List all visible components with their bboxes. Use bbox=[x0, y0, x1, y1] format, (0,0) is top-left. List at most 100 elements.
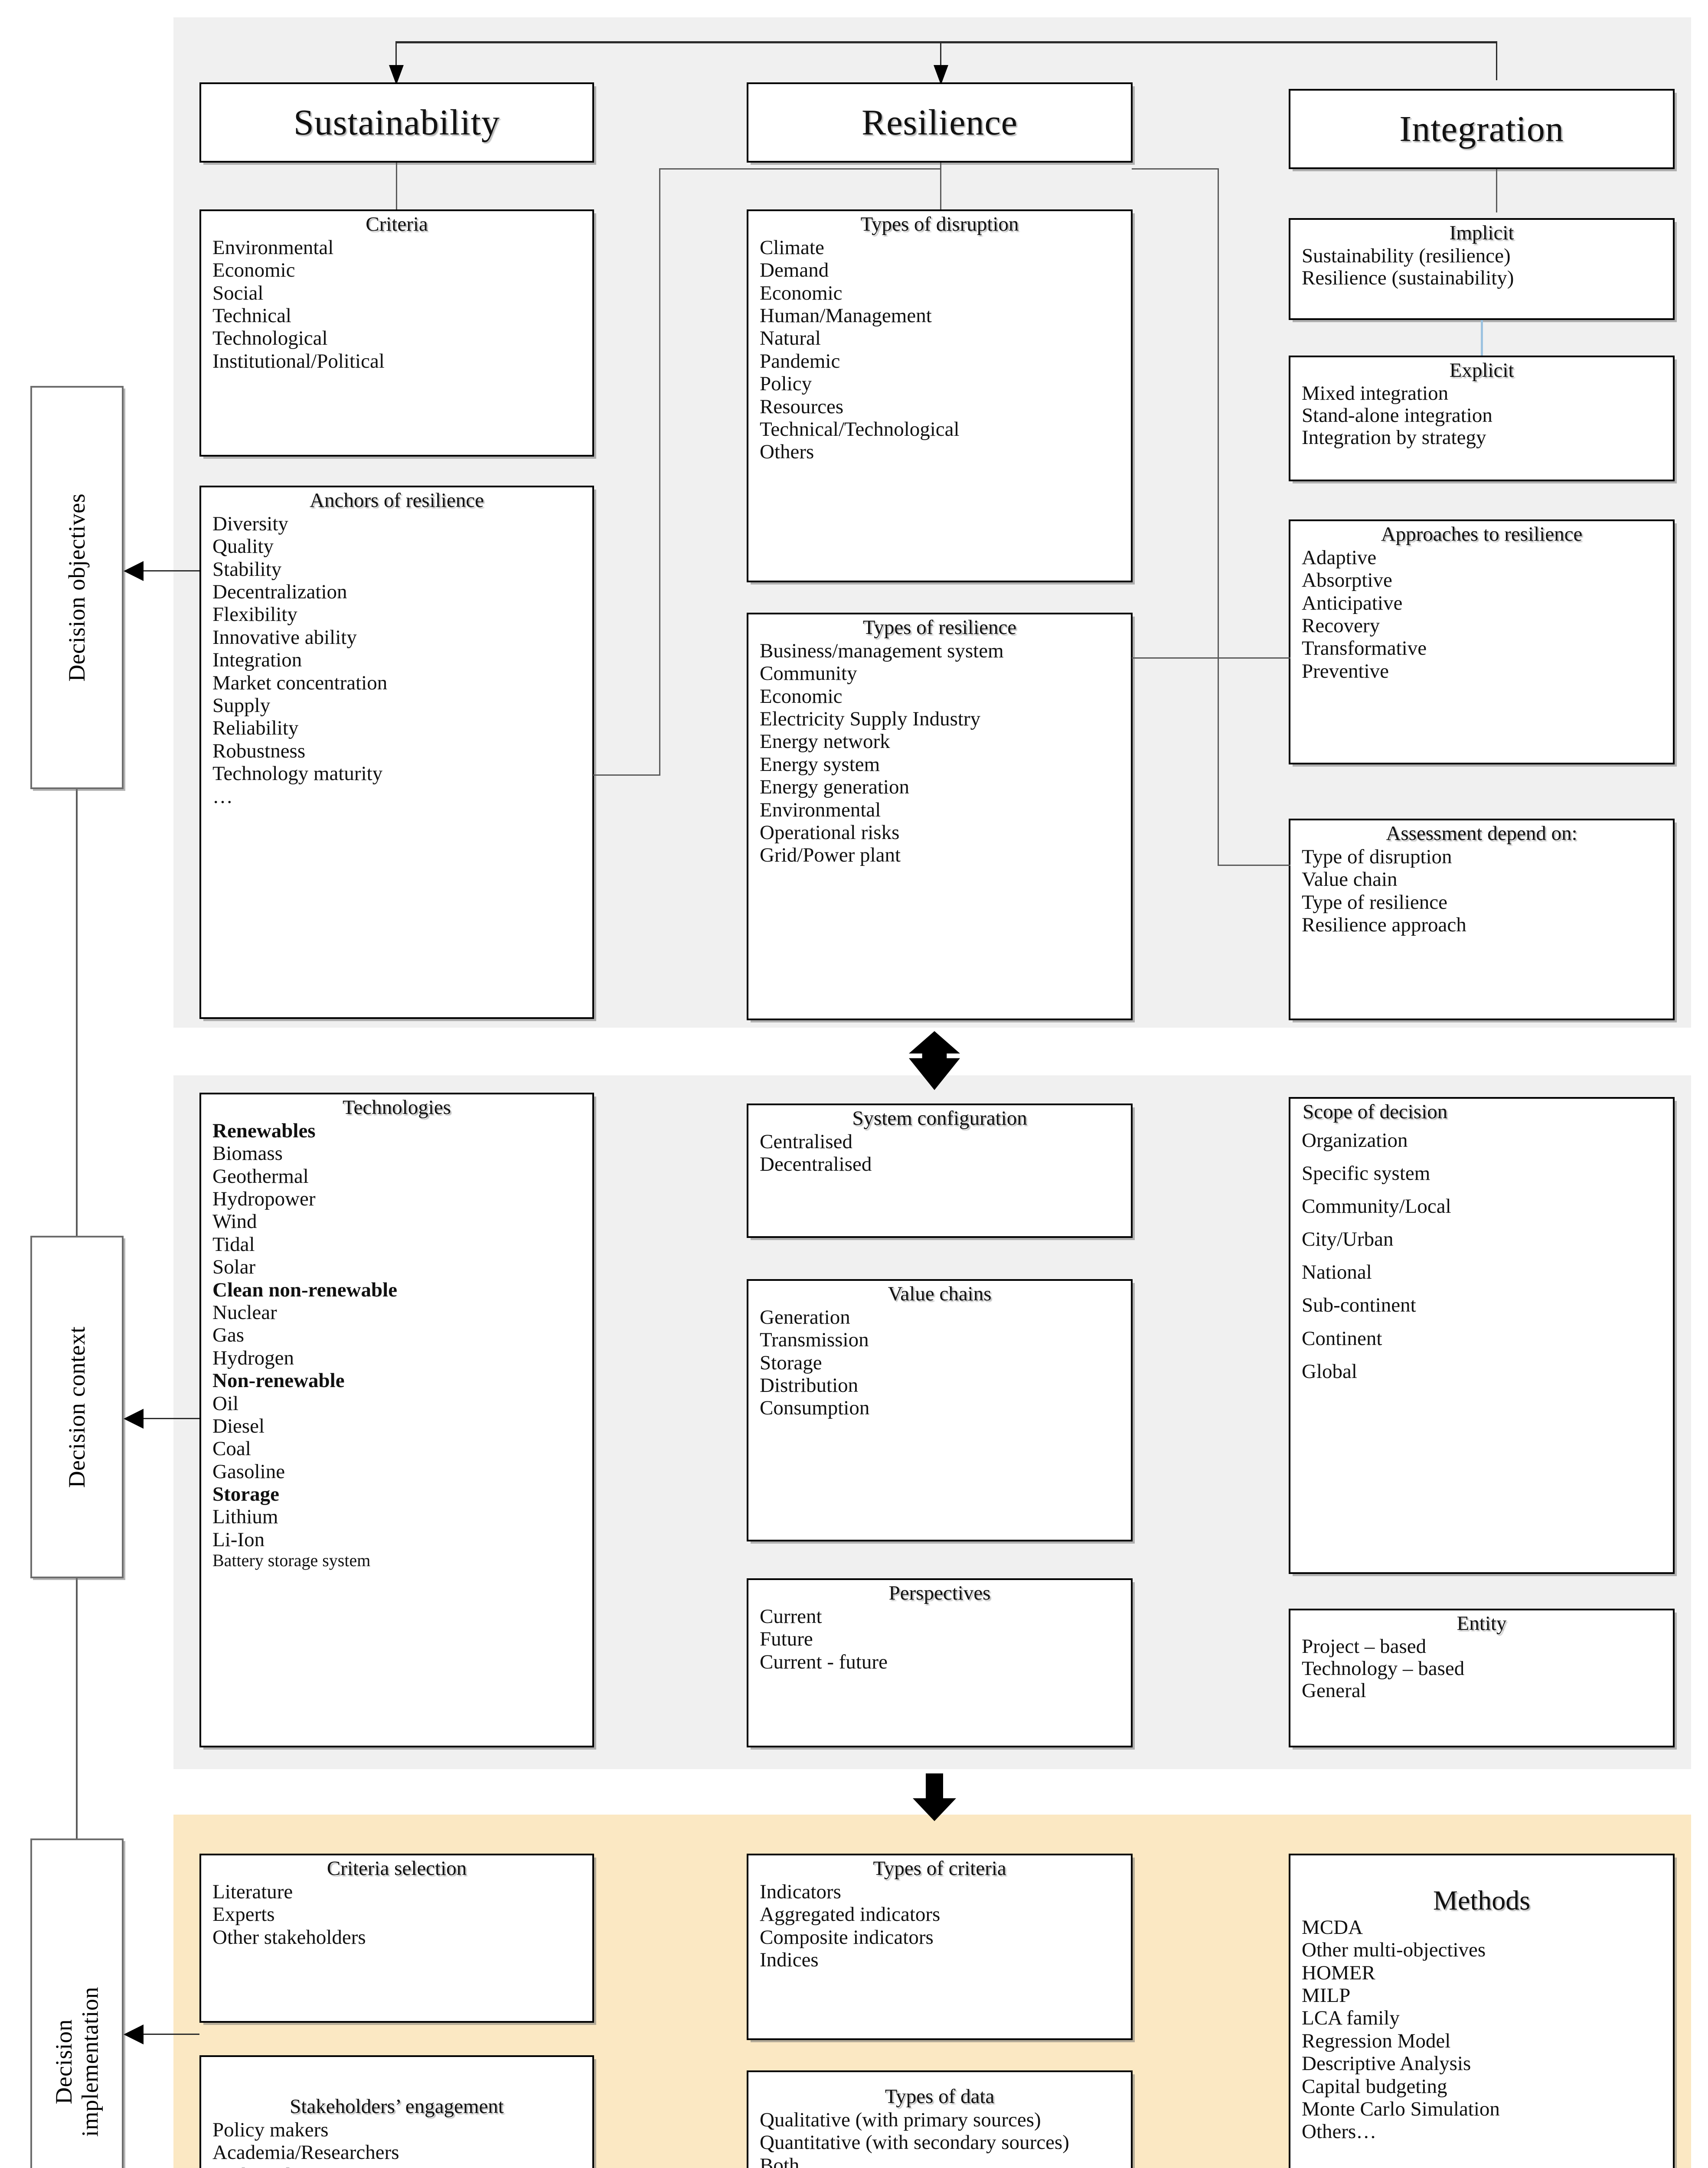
list-item: Tidal bbox=[212, 1233, 255, 1256]
stage-arrow-head-implementation bbox=[124, 2024, 144, 2044]
list-item: Consumption bbox=[760, 1397, 870, 1420]
list-item: Energy system bbox=[760, 753, 880, 776]
stage-label-text: Decision context bbox=[64, 1326, 90, 1488]
list-item: Grid/Power plant bbox=[760, 844, 901, 867]
list-item: Future bbox=[760, 1628, 813, 1651]
list-item: Regression Model bbox=[1302, 2029, 1451, 2052]
card-header: Value chains bbox=[888, 1283, 992, 1305]
types-of-data-list: Qualitative (with primary sources)Quanti… bbox=[748, 2109, 1131, 2168]
list-item: Energy network bbox=[760, 730, 890, 753]
card-implicit[interactable]: Implicit Sustainability (resilience)Resi… bbox=[1289, 218, 1675, 320]
list-item: Sustainability (resilience) bbox=[1302, 244, 1511, 267]
list-item: Solar bbox=[212, 1256, 256, 1279]
list-item: Market concentration bbox=[212, 671, 388, 694]
stage-label-decision-implementation: Decision implementation bbox=[30, 1838, 124, 2168]
pillar-box-resilience[interactable]: Resilience bbox=[747, 82, 1133, 163]
list-item: Preventive bbox=[1302, 660, 1389, 682]
list-item: Quality bbox=[212, 535, 274, 558]
list-item: Human/Management bbox=[760, 304, 932, 327]
list-item: Literature bbox=[212, 1880, 293, 1903]
pillar-box-integration[interactable]: Integration bbox=[1289, 89, 1675, 169]
list-item: Indices bbox=[760, 1948, 819, 1971]
list-item: Supply bbox=[212, 694, 271, 717]
list-item: Technology maturity bbox=[212, 762, 383, 785]
top-bus-riser-integration bbox=[1496, 41, 1497, 80]
list-item: General bbox=[1302, 1679, 1366, 1702]
list-item: Oil bbox=[212, 1392, 239, 1415]
stage-label-decision-objectives: Decision objectives bbox=[30, 386, 124, 789]
stage-rail-line bbox=[76, 780, 78, 1279]
conn-disruption-right-top bbox=[1132, 168, 1218, 170]
list-item: Community bbox=[760, 662, 857, 685]
card-header: Implicit bbox=[1449, 222, 1514, 244]
card-header: Entity bbox=[1457, 1612, 1507, 1635]
list-item: Geothermal bbox=[212, 1165, 309, 1188]
pillar-box-sustainability[interactable]: Sustainability bbox=[199, 82, 594, 163]
stage-label-text: Decision implementation bbox=[51, 1987, 103, 2137]
list-item: Absorptive bbox=[1302, 569, 1392, 592]
list-item: Others bbox=[760, 441, 814, 464]
pillar-title: Sustainability bbox=[294, 102, 500, 143]
integration-drop bbox=[1496, 169, 1497, 212]
list-item: Natural bbox=[760, 327, 821, 350]
card-types-of-data[interactable]: Types of data Qualitative (with primary … bbox=[747, 2070, 1133, 2168]
card-header: Criteria bbox=[366, 213, 428, 235]
card-header: Anchors of resilience bbox=[310, 489, 484, 512]
list-item: Operational risks bbox=[760, 821, 900, 844]
list-item: Specific system bbox=[1302, 1162, 1430, 1185]
conn-approaches-to-assessment-vert bbox=[1218, 657, 1219, 865]
list-item: Quantitative (with secondary sources) bbox=[760, 2131, 1069, 2154]
list-item: Descriptive Analysis bbox=[1302, 2052, 1471, 2075]
stage-arrow-head-context bbox=[124, 1409, 144, 1429]
list-item: MCDA bbox=[1302, 1916, 1363, 1939]
list-item: Resilience approach bbox=[1302, 913, 1466, 936]
list-item: Reliability bbox=[212, 717, 299, 740]
list-item: Recovery bbox=[1302, 614, 1380, 637]
card-assessment-depend-on[interactable]: Assessment depend on: Type of disruption… bbox=[1289, 819, 1675, 1020]
list-item: Current bbox=[760, 1605, 822, 1628]
list-item: Coal bbox=[212, 1437, 251, 1460]
card-header: Technologies bbox=[343, 1096, 451, 1119]
list-item: Climate bbox=[760, 236, 824, 259]
list-item: Capital budgeting bbox=[1302, 2075, 1447, 2098]
list-item: Policy bbox=[760, 372, 812, 395]
top-arrow-sustainability bbox=[389, 65, 404, 85]
list-item: Wind bbox=[212, 1210, 257, 1233]
list-item: Battery storage system bbox=[212, 1551, 371, 1570]
list-item: Mixed integration bbox=[1302, 382, 1449, 405]
list-item: Both bbox=[760, 2154, 800, 2168]
list-item: Institutional/Political bbox=[212, 349, 385, 372]
stage-rail-line-2 bbox=[76, 1509, 78, 1838]
implicit-list: Sustainability (resilience)Resilience (s… bbox=[1290, 245, 1673, 289]
card-types-of-resilience[interactable]: Types of resilience Business/management … bbox=[747, 613, 1133, 1020]
pillar-title: Integration bbox=[1399, 109, 1564, 149]
list-item: Biomass bbox=[212, 1142, 283, 1165]
card-header: System configuration bbox=[852, 1107, 1027, 1130]
